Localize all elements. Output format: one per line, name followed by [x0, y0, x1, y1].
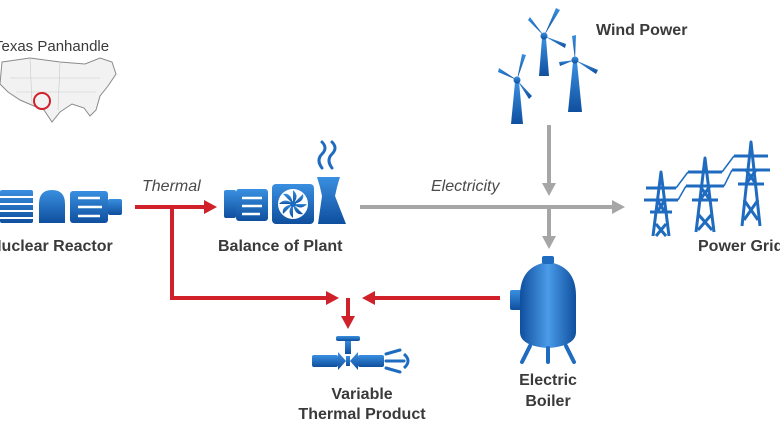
nuclear-reactor-icon: [0, 190, 122, 223]
valve-icon: [312, 336, 410, 374]
power-grid-tower-icon: [644, 140, 770, 237]
location-label: Texas Panhandle: [0, 38, 110, 55]
electric-boiler-line2: Boiler: [525, 393, 571, 410]
wind-power-label: Wind Power: [596, 22, 688, 39]
balance-of-plant-icon: [224, 140, 346, 224]
electric-boiler-label: Electric Boiler: [505, 370, 591, 412]
us-map-icon: [0, 57, 117, 123]
power-grid-label: Power Grid: [698, 238, 780, 255]
electricity-flow-lines: [360, 125, 625, 249]
texas-panhandle-marker: [33, 92, 51, 110]
variable-thermal-product-line2: Thermal Product: [298, 406, 426, 423]
electric-boiler-icon: [510, 256, 576, 364]
thermal-flow-lines: [135, 200, 500, 329]
balance-of-plant-label: Balance of Plant: [218, 238, 343, 255]
electricity-label: Electricity: [431, 178, 500, 195]
nuclear-reactor-label: Nuclear Reactor: [0, 238, 113, 255]
wind-turbine-icon: [498, 8, 598, 124]
variable-thermal-product-line1: Variable: [331, 386, 393, 403]
variable-thermal-product-label: Variable Thermal Product: [292, 385, 432, 425]
electric-boiler-line1: Electric: [519, 372, 577, 389]
thermal-label: Thermal: [142, 178, 201, 195]
